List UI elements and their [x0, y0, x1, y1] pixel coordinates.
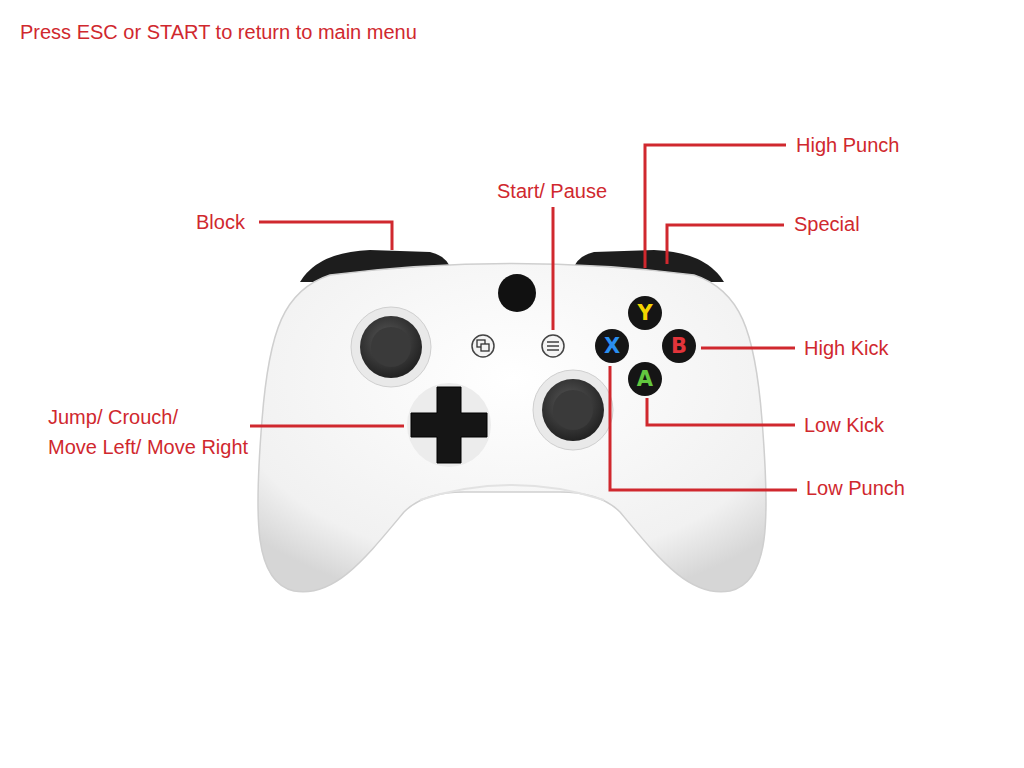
control-label: Block	[196, 207, 245, 237]
control-label: High Kick	[804, 333, 888, 363]
control-label: Special	[794, 209, 860, 239]
control-label: Low Kick	[804, 410, 884, 440]
menu-note: Press ESC or START to return to main men…	[20, 17, 417, 47]
control-label: Low Punch	[806, 473, 905, 503]
control-label: Jump/ Crouch/ Move Left/ Move Right	[48, 402, 248, 462]
control-label: High Punch	[796, 130, 899, 160]
button-letter: X	[596, 330, 628, 362]
button-letter: Y	[629, 297, 661, 329]
button-letter: B	[663, 330, 695, 362]
control-label: Start/ Pause	[497, 176, 607, 206]
button-letter: A	[629, 363, 661, 395]
leader-lines	[250, 145, 797, 490]
